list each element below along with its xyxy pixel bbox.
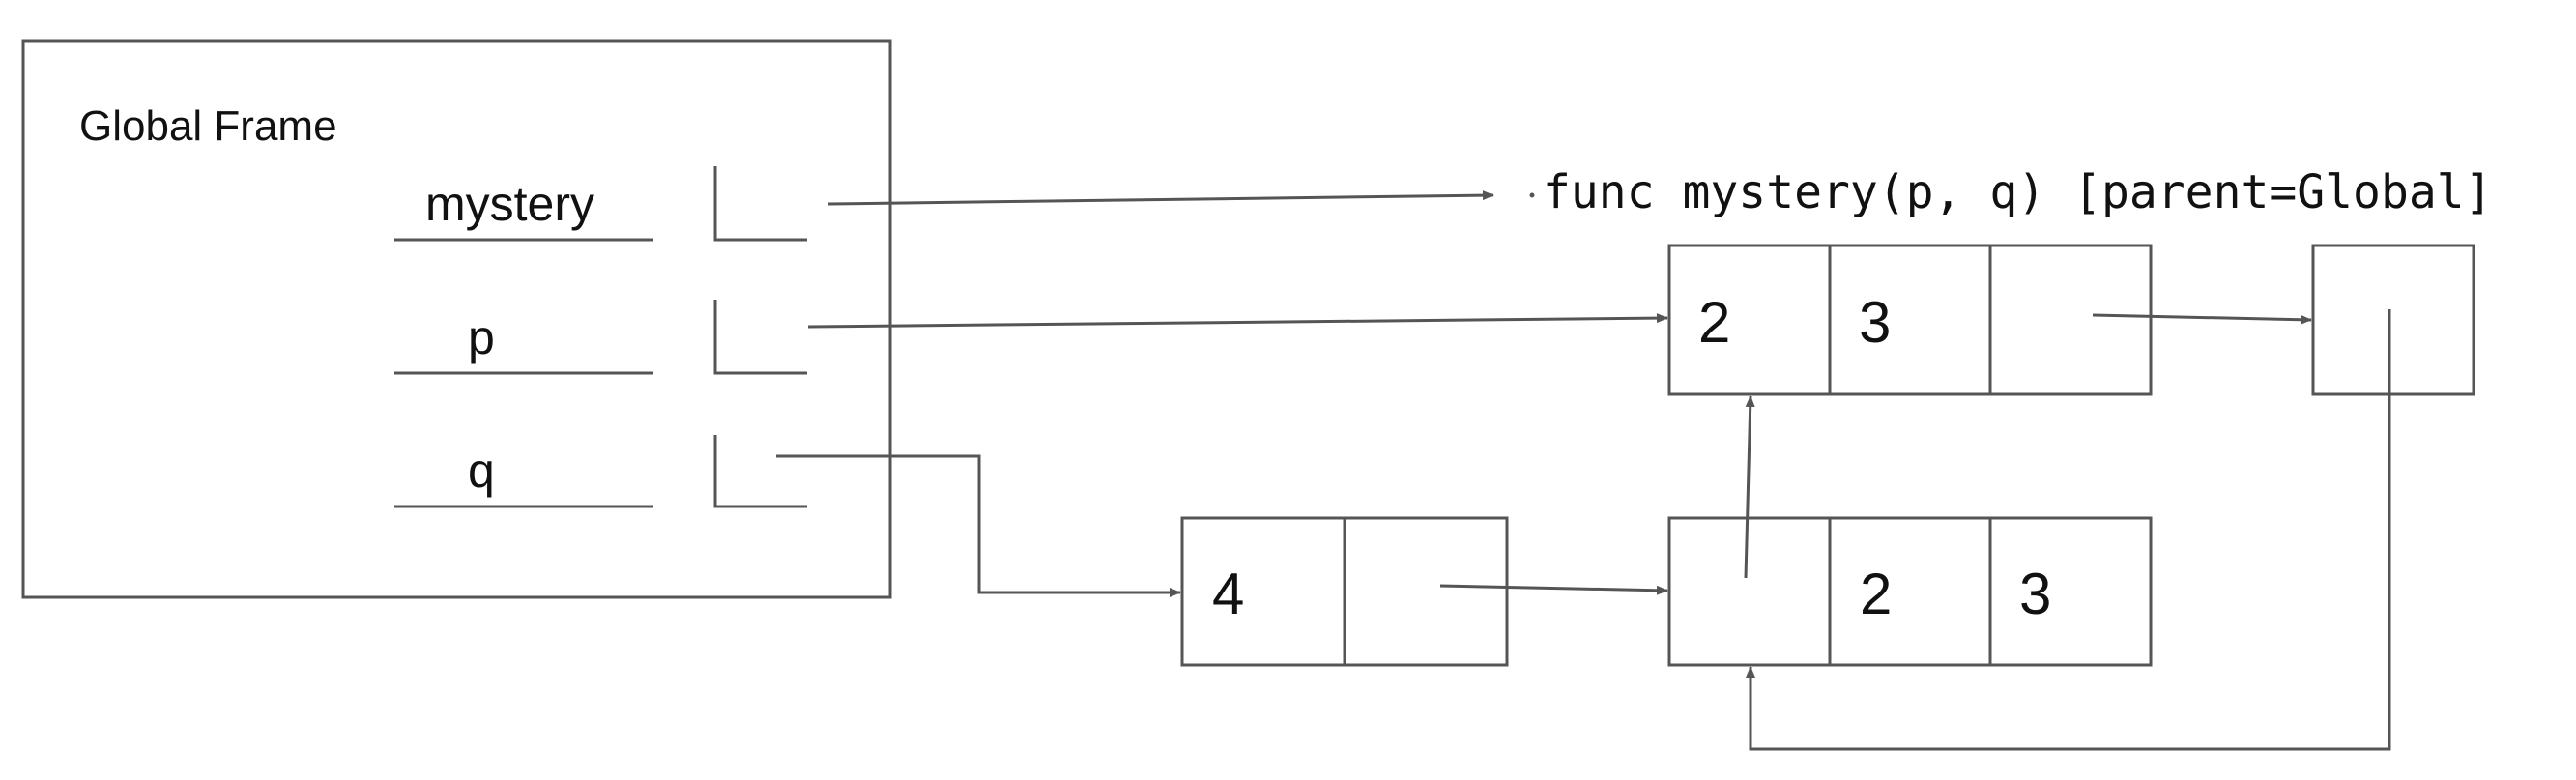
function-dot — [1529, 192, 1535, 198]
list-cell — [1988, 516, 2153, 667]
list-cell — [1180, 516, 1346, 667]
arrow-inner-to-p-list — [1744, 395, 1755, 579]
function-label: func mystery(p, q) [parent=Global] — [1543, 165, 2493, 219]
arrow-q-list-to-inner — [1439, 584, 1668, 595]
list-cell — [2311, 244, 2475, 396]
binding-p: p — [394, 300, 807, 375]
frame-title: Global Frame — [79, 102, 337, 150]
arrow-p-to-list — [807, 313, 1668, 329]
arrow-p-list-to-empty — [2092, 313, 2312, 325]
list-cell — [1828, 244, 1992, 396]
var-label-mystery: mystery — [425, 177, 594, 231]
value-slot-p — [713, 300, 807, 375]
value-slot-q — [713, 435, 807, 508]
list-cell — [1667, 244, 1832, 396]
list-empty — [2311, 244, 2475, 396]
binding-q: q — [394, 435, 807, 508]
list-q: 4 — [1180, 516, 1509, 667]
cell-value: 2 — [1860, 562, 1892, 626]
list-inner: 2 3 — [1667, 516, 2153, 667]
cell-value: 3 — [2019, 562, 2051, 626]
function-object: func mystery(p, q) [parent=Global] — [1529, 165, 2493, 219]
list-cell — [1343, 516, 1509, 667]
pointers — [776, 190, 2391, 751]
list-cell — [1667, 516, 1832, 667]
list-p: 2 3 — [1667, 244, 2153, 396]
var-label-p: p — [468, 310, 495, 364]
global-frame-box — [21, 39, 892, 599]
cell-value: 2 — [1698, 290, 1730, 355]
cell-value: 3 — [1859, 290, 1891, 355]
list-cell — [1828, 516, 1992, 667]
arrow-q-to-list — [776, 454, 1181, 597]
binding-mystery: mystery — [394, 166, 807, 242]
list-cell — [1988, 244, 2153, 396]
arrow-empty-to-inner — [1746, 309, 2391, 751]
value-slot-mystery — [713, 166, 807, 242]
cell-value: 4 — [1212, 562, 1244, 626]
global-frame: Global Frame mystery p q — [21, 39, 892, 599]
arrow-mystery-to-function — [827, 190, 1494, 206]
var-label-q: q — [468, 444, 495, 498]
